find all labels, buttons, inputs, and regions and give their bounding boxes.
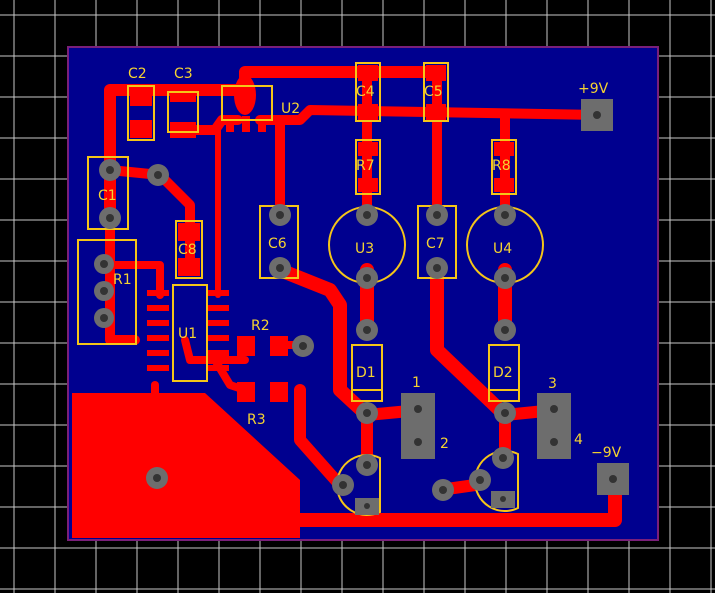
label-d1: D1 bbox=[356, 365, 376, 381]
label-vneg: −9V bbox=[591, 445, 622, 461]
label-u2: U2 bbox=[281, 101, 300, 117]
label-c6: C6 bbox=[268, 236, 287, 252]
label-c3: C3 bbox=[174, 66, 193, 82]
label-pin-4: 4 bbox=[574, 432, 583, 448]
label-c8: C8 bbox=[178, 242, 197, 258]
smd-pads bbox=[130, 65, 514, 402]
label-r3: R3 bbox=[247, 412, 266, 428]
through-hole-pads bbox=[94, 99, 629, 515]
label-pin-1: 1 bbox=[412, 375, 421, 391]
label-r8: R8 bbox=[492, 158, 511, 174]
label-c1: C1 bbox=[98, 188, 117, 204]
label-r7: R7 bbox=[356, 158, 375, 174]
label-d2: D2 bbox=[493, 365, 513, 381]
label-u4: U4 bbox=[493, 241, 512, 257]
label-u3: U3 bbox=[355, 241, 374, 257]
label-r2: R2 bbox=[251, 318, 270, 334]
label-c7: C7 bbox=[426, 236, 445, 252]
label-r1: R1 bbox=[113, 272, 132, 288]
designators: C2 C3 C4 C5 U2 +9V C1 C8 C6 C7 R7 R8 U3 … bbox=[98, 66, 622, 461]
label-pin-3: 3 bbox=[548, 376, 557, 392]
ground-pour bbox=[72, 393, 300, 538]
label-c2: C2 bbox=[128, 66, 147, 82]
label-u1: U1 bbox=[178, 326, 197, 342]
label-pin-2: 2 bbox=[440, 436, 449, 452]
label-c4: C4 bbox=[356, 84, 375, 100]
label-c5: C5 bbox=[424, 84, 443, 100]
label-vpos: +9V bbox=[578, 81, 609, 97]
